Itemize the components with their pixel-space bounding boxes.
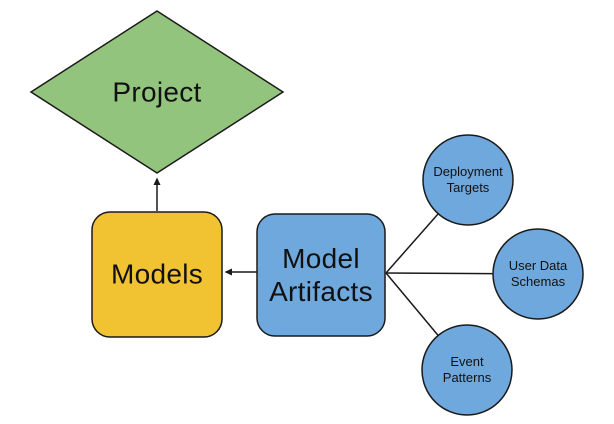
model-artifacts-node[interactable] <box>256 213 386 337</box>
models-node[interactable] <box>91 211 223 338</box>
user-data-schemas-node[interactable] <box>492 228 584 320</box>
deployment-targets-node[interactable] <box>422 134 514 226</box>
event-patterns-node[interactable] <box>421 324 513 416</box>
project-diamond[interactable] <box>29 10 285 174</box>
